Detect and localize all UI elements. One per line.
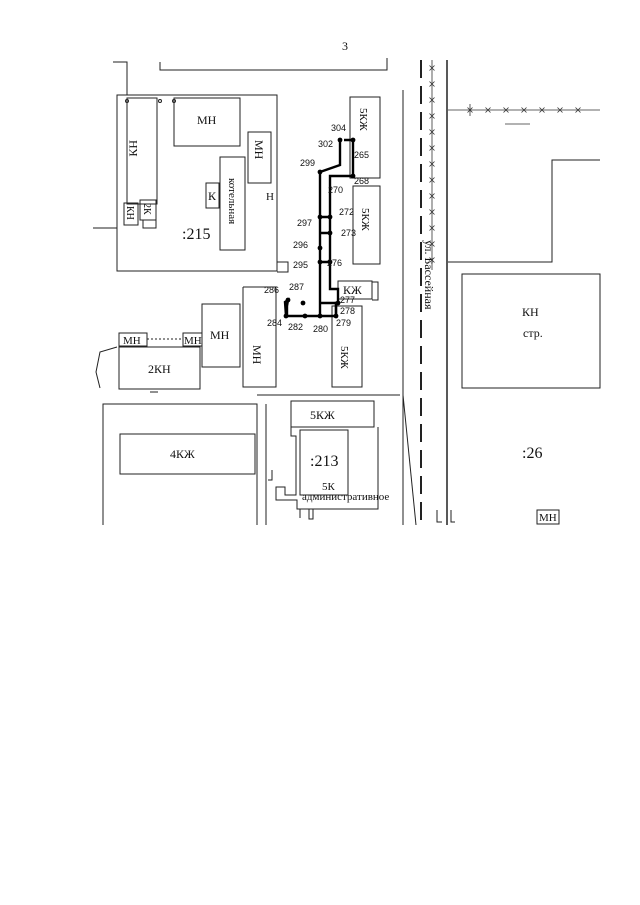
- cross-mark: [429, 209, 435, 215]
- label-h: Н: [266, 191, 274, 203]
- tag-mn-right: [182, 332, 203, 347]
- buildings-215: [123, 97, 272, 251]
- cross-mark: [521, 107, 527, 113]
- cross-mark: [429, 225, 435, 231]
- building-kotelnaya: [219, 156, 246, 251]
- boundary-vertices: [283, 137, 356, 319]
- point-304: 304: [331, 123, 346, 133]
- block-213: [102, 394, 400, 525]
- buildings-kzh: [331, 96, 381, 388]
- cross-mark: [429, 257, 435, 263]
- point-295: 295: [293, 260, 308, 270]
- point-280: 280: [313, 324, 328, 334]
- building-mn-tall: [247, 131, 272, 184]
- utility-line: [431, 60, 600, 270]
- label-kotelnaya: котельная: [226, 178, 238, 224]
- building-k: [205, 182, 220, 209]
- point-268: 268: [354, 176, 369, 186]
- label-mn-tall: МН: [252, 140, 266, 160]
- label-4kzh: 4КЖ: [170, 447, 195, 461]
- label-kzh-small: КЖ: [343, 283, 362, 297]
- page-number: 3: [342, 39, 348, 53]
- building-5kzh-low: [331, 305, 363, 388]
- label-kn-small: КН: [124, 206, 135, 220]
- cross-mark: [467, 107, 473, 113]
- parcel-215: :215: [182, 226, 210, 243]
- label-mn-mid-tall: МН: [250, 345, 264, 365]
- building-mn-top: [173, 97, 241, 147]
- cross-mark: [429, 65, 435, 71]
- building-213-core: [299, 429, 349, 496]
- label-mn-top: МН: [197, 113, 217, 127]
- label-5kzh-mid: 5КЖ: [359, 208, 371, 231]
- point-279: 279: [336, 318, 351, 328]
- street-basseinaya: [402, 60, 448, 526]
- label-5kzh-bottom: 5КЖ: [310, 408, 335, 422]
- label-2k: 2К: [141, 203, 152, 215]
- point-302: 302: [318, 139, 333, 149]
- point-299: 299: [300, 158, 315, 168]
- parcel-26: :26: [522, 445, 542, 462]
- point-282: 282: [288, 322, 303, 332]
- parcel-213: :213: [310, 453, 338, 470]
- street-label: ул. Бассейная: [422, 240, 436, 310]
- label-kn-left: КН: [126, 140, 140, 157]
- point-287: 287: [289, 282, 304, 292]
- point-276: 276: [327, 258, 342, 268]
- cross-mark: [429, 241, 435, 247]
- building-kn-left: [126, 97, 158, 205]
- building-5kzh-mid: [352, 185, 381, 265]
- label-k: К: [208, 189, 217, 203]
- cross-mark: [429, 177, 435, 183]
- building-2kn: [118, 346, 201, 390]
- point-297: 297: [297, 218, 312, 228]
- building-5kzh-top: [349, 96, 381, 179]
- label-mn-br: МН: [539, 512, 557, 524]
- point-270: 270: [328, 185, 343, 195]
- label-5kzh-top: 5КЖ: [357, 108, 369, 131]
- cross-mark: [429, 97, 435, 103]
- building-kn-small: [123, 202, 139, 226]
- label-str: стр.: [523, 326, 543, 340]
- building-5kzh-bottom: [290, 400, 375, 428]
- cross-mark: [429, 129, 435, 135]
- point-296: 296: [293, 240, 308, 250]
- cross-mark: [429, 161, 435, 167]
- label-kn-right: КН: [522, 305, 539, 319]
- building-kn-right: [461, 273, 601, 389]
- label-admin: административное: [302, 491, 389, 503]
- cross-mark: [429, 81, 435, 87]
- block-26: [436, 159, 601, 525]
- block-215: [93, 94, 289, 273]
- label-5k: 5К: [322, 481, 336, 493]
- label-2kn: 2КН: [148, 362, 171, 376]
- cross-mark: [429, 145, 435, 151]
- label-mn-mid: МН: [210, 328, 230, 342]
- label-mn-tag-left: МН: [123, 335, 141, 347]
- building-4kzh: [119, 433, 256, 475]
- point-277: 277: [340, 295, 355, 305]
- cross-mark: [429, 113, 435, 119]
- cross-mark: [503, 107, 509, 113]
- point-278: 278: [340, 306, 355, 316]
- cross-mark: [485, 107, 491, 113]
- point-284: 284: [267, 318, 282, 328]
- cross-mark: [575, 107, 581, 113]
- point-273: 273: [341, 228, 356, 238]
- utility-cross-marks: [429, 65, 581, 263]
- label-mn-tag-right: МН: [184, 335, 202, 347]
- point-272: 272: [339, 207, 354, 217]
- tag-mn-br: [536, 509, 560, 525]
- point-265: 265: [354, 150, 369, 160]
- cross-mark: [429, 193, 435, 199]
- cross-mark: [539, 107, 545, 113]
- point-286: 286: [264, 285, 279, 295]
- north-boundary: [113, 58, 388, 95]
- cross-mark: [557, 107, 563, 113]
- middle-buildings: [95, 286, 277, 393]
- label-5kzh-low: 5КЖ: [338, 346, 350, 369]
